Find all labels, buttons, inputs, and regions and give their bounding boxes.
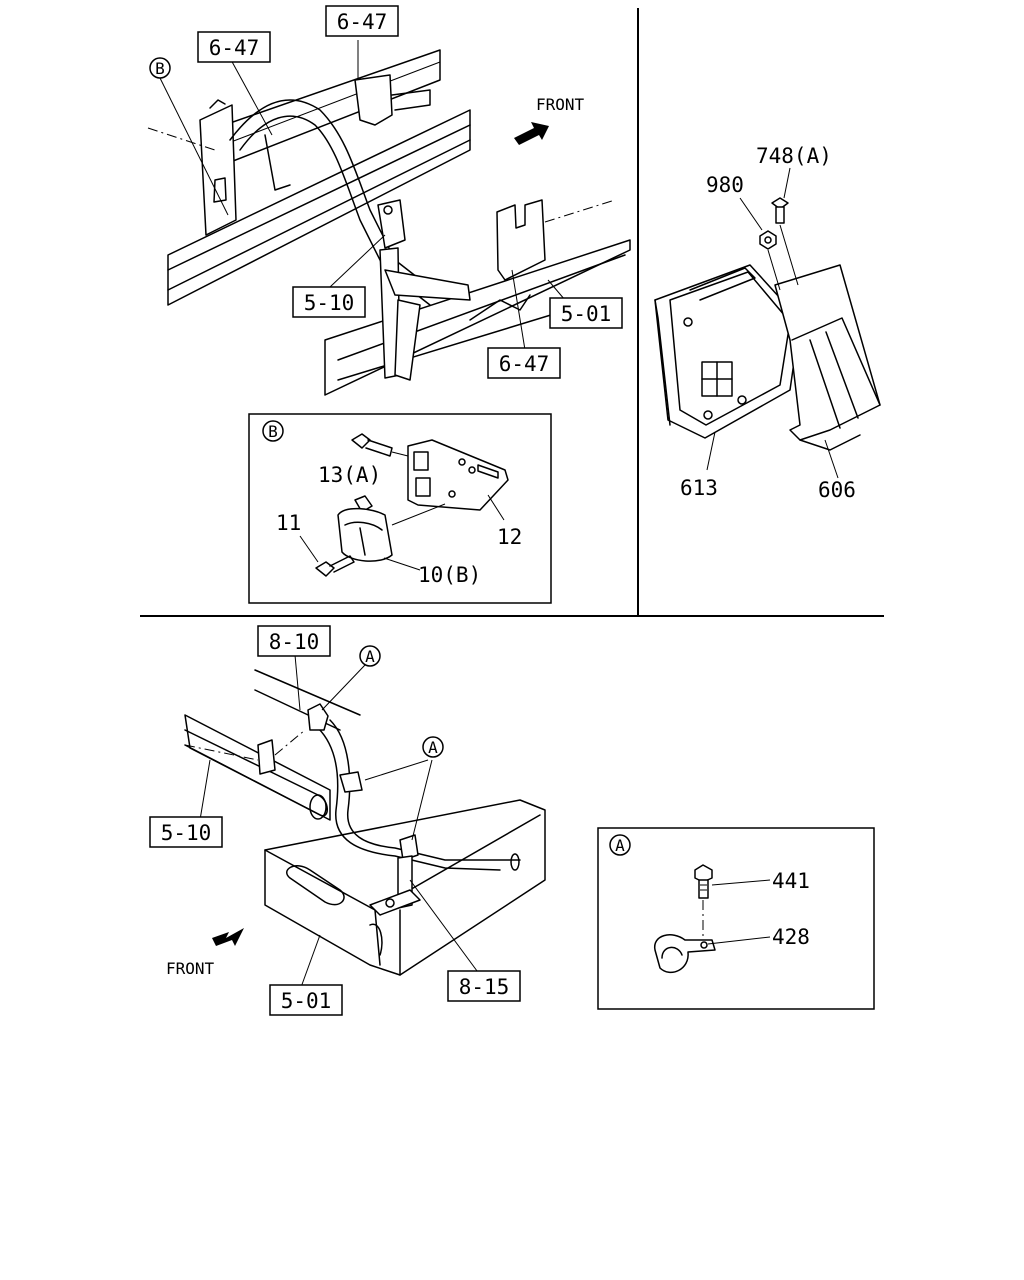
ref-box-5-10-bottom [149, 816, 223, 848]
ref-box-8-15 [447, 970, 521, 1002]
ecu-980: 980 [706, 173, 744, 197]
detail-b-parts [299, 433, 509, 577]
top-frame-assembly [147, 40, 631, 396]
detail-a-parts [654, 864, 771, 973]
ref-5-10-top: 5-10 [304, 291, 355, 315]
callout-b-top-letter: B [155, 59, 165, 78]
ref-6-47-mid: 6-47 [499, 352, 550, 376]
ref-box-5-10-top [292, 286, 366, 318]
detail-b-11: 11 [276, 511, 301, 535]
ecu-613: 613 [680, 476, 718, 500]
callout-b-top [149, 57, 171, 79]
ref-box-8-10 [257, 625, 331, 657]
ref-5-10-bottom: 5-10 [161, 821, 212, 845]
callout-a-2 [422, 736, 444, 758]
detail-b-circle-letter: B [268, 422, 278, 441]
callout-a-1-letter: A [365, 647, 375, 666]
front-label-top: FRONT [536, 95, 585, 114]
detail-b-10b: 10(B) [418, 563, 481, 587]
detail-a-441: 441 [772, 869, 810, 893]
ecu-assembly [654, 167, 881, 479]
ref-box-5-01-bottom [269, 984, 343, 1016]
ref-6-47-top: 6-47 [337, 10, 388, 34]
ref-5-01-top: 5-01 [561, 302, 612, 326]
ref-8-15: 8-15 [459, 975, 510, 999]
detail-b-12: 12 [497, 525, 522, 549]
ref-box-5-01-top [549, 297, 623, 329]
detail-a-circle [609, 834, 631, 856]
ref-6-47-left: 6-47 [209, 36, 260, 60]
callout-a-2-letter: A [428, 738, 438, 757]
ecu-748a: 748(A) [756, 144, 832, 168]
ref-box-6-47-top [325, 5, 399, 37]
detail-a-428: 428 [772, 925, 810, 949]
detail-b-circle [262, 420, 284, 442]
callout-a-1 [359, 645, 381, 667]
ref-box-6-47-mid [487, 347, 561, 379]
bottom-frame-assembly [184, 654, 546, 991]
ecu-606: 606 [818, 478, 856, 502]
detail-a-circle-letter: A [615, 836, 625, 855]
detail-b-13a: 13(A) [318, 463, 381, 487]
detail-b-frame [248, 413, 552, 604]
ref-8-10: 8-10 [269, 630, 320, 654]
ref-5-01-bottom: 5-01 [281, 989, 332, 1013]
ref-box-6-47-left [197, 31, 271, 63]
detail-a-frame [597, 827, 875, 1010]
front-label-bottom: FRONT [166, 959, 215, 978]
